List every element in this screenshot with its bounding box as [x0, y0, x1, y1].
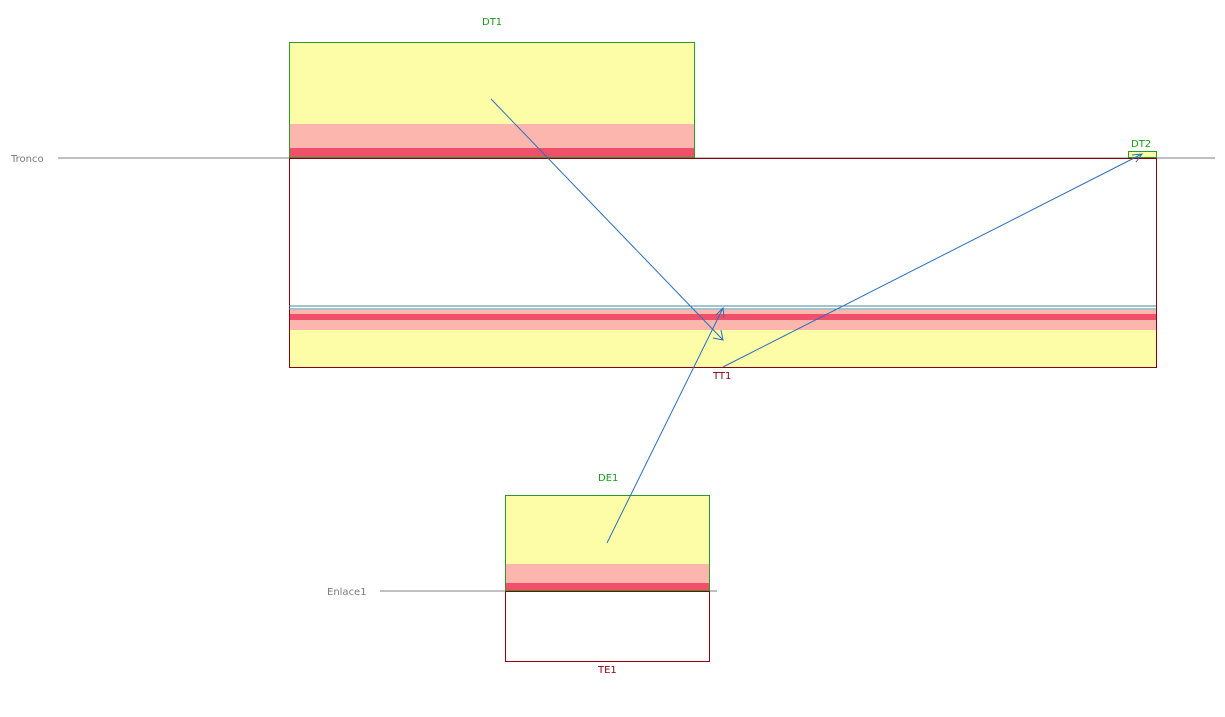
enlace1-axis-label: Enlace1 [327, 587, 367, 598]
table-tt1[interactable] [289, 158, 1157, 368]
table-tt1-fill-yellow [290, 330, 1156, 367]
arrow-dt1-to-tt1 [490, 98, 724, 341]
tronco-axis-label: Tronco [10, 154, 44, 165]
table-te1-border [505, 591, 710, 662]
arrow-tt1-to-dt2 [722, 153, 1144, 368]
deposit-de1-band-red [505, 583, 709, 591]
deposit-de1-band-pink [505, 564, 709, 583]
deposit-de1-border [505, 495, 710, 591]
table-tt1-band-pink [290, 320, 1156, 330]
deposit-dt1-band-pink [289, 124, 694, 148]
deposit-dt1-band-red [289, 148, 694, 158]
deposit-dt1-fill [289, 42, 694, 124]
deposit-dt2-border [1128, 151, 1157, 158]
deposit-de1[interactable] [505, 495, 710, 591]
arrow-de1-to-tt1 [606, 306, 725, 544]
deposit-dt1-label: DT1 [482, 17, 502, 28]
deposit-dt1-border [289, 42, 695, 158]
deposit-dt1[interactable] [289, 42, 695, 158]
deposit-de1-fill [505, 495, 709, 564]
table-tt1-band-red [290, 314, 1156, 320]
table-te1[interactable] [505, 591, 710, 662]
table-te1-label: TE1 [597, 665, 617, 676]
deposit-dt2-label: DT2 [1131, 139, 1151, 150]
deposit-de1-label: DE1 [598, 473, 618, 484]
table-tt1-label: TT1 [712, 371, 731, 382]
